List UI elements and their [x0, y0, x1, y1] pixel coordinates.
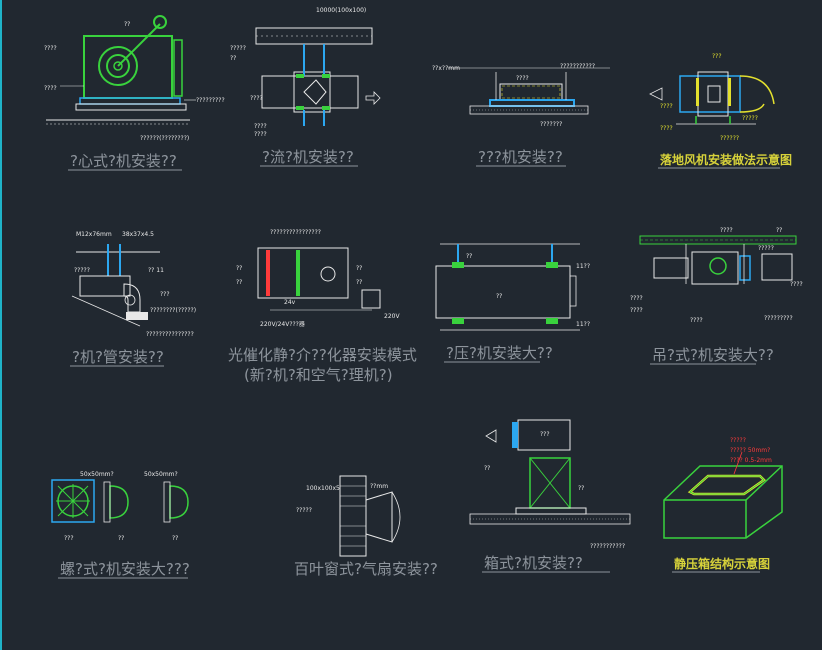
drawing-wall-fan: 50x50mm? 50x50mm? ??? ?? ?? 螺?式?机安装大??? [51, 471, 190, 579]
label-d5-spec2: 38x37x4.5 [122, 231, 154, 238]
svg-text:????: ???? [630, 307, 643, 314]
drawing-photocatalytic-purifier: ?? ?? ?? ?? ???????????????? 24v 220V/24… [228, 229, 417, 384]
svg-text:????: ???? [254, 123, 267, 130]
svg-text:???????????: ??????????? [560, 63, 595, 70]
left-edge-marker [0, 0, 2, 650]
svg-text:??: ?? [578, 485, 584, 492]
svg-text:????: ???? [44, 85, 57, 92]
svg-text:???: ??? [160, 291, 170, 298]
svg-text:11??: 11?? [576, 263, 590, 270]
svg-text:????: ???? [516, 75, 529, 82]
svg-text:??: ?? [484, 465, 490, 472]
label-d6-volt: 24v [284, 299, 296, 306]
label-d10-spec: 100x100x5 [306, 485, 340, 492]
drawing-title: 箱式?机安装?? [484, 554, 583, 572]
label-d6-power1: 220V/24V???器 [260, 321, 305, 328]
svg-text:????: ???? [790, 281, 803, 288]
drawing-title: 螺?式?机安装大??? [60, 560, 190, 578]
drawing-fan-duct: M12x76mm 38x37x4.5 ????? ?? 11 ??? ?????… [70, 231, 196, 367]
label-d9-spec2: 50x50mm? [144, 471, 178, 478]
drawing-floor-fan: ??? ???? ????? ???? ?????? 落地风机安装做法示意图 [649, 53, 792, 169]
drawing-title: ?机?管安装?? [72, 348, 164, 366]
svg-text:????: ???? [254, 131, 267, 138]
svg-text:?????: ????? [74, 267, 90, 274]
svg-text:?????????: ????????? [764, 315, 793, 322]
svg-text:????: ???? [720, 227, 733, 234]
svg-text:?????????: ????????? [196, 97, 225, 104]
label-d9-spec1: 50x50mm? [80, 471, 114, 478]
svg-text:???: ??? [712, 53, 722, 60]
svg-text:??: ?? [356, 279, 362, 286]
svg-text:????: ???? [630, 295, 643, 302]
svg-text:????: ???? [250, 95, 263, 102]
svg-text:????????????????: ???????????????? [270, 229, 321, 236]
svg-text:????: ???? [690, 317, 703, 324]
svg-text:??x??mm: ??x??mm [432, 65, 460, 72]
svg-text:????????(?????): ????????(?????) [150, 307, 196, 314]
drawing-title: ???机安装?? [478, 148, 563, 166]
drawing-centrifugal-fan: ?? ???? ???? ????????? ??????(????????) … [44, 15, 225, 171]
svg-text:??: ?? [230, 55, 236, 62]
svg-text:??: ?? [236, 265, 242, 272]
svg-text:11??: 11?? [576, 321, 590, 328]
svg-text:???: ??? [540, 431, 550, 438]
label-d5-spec1: M12x76mm [76, 231, 112, 238]
drawing-hanging-fan: ???? ????? ?? ???? ???? ???? ???? ??????… [630, 227, 803, 365]
drawing-title: ?心式?机安装?? [70, 152, 177, 170]
label-d12-note2: ????? 50mm? [730, 447, 770, 454]
drawing-title: 吊?式?机安装大?? [652, 346, 774, 364]
svg-text:?????: ????? [758, 245, 774, 252]
svg-text:???: ??? [64, 535, 74, 542]
svg-text:???????: ??????? [540, 121, 562, 128]
svg-text:??: ?? [172, 535, 178, 542]
svg-text:????: ???? [660, 125, 673, 132]
svg-text:??: ?? [236, 279, 242, 286]
label-d6-power2: 220V [384, 313, 400, 320]
svg-text:?? 11: ?? 11 [148, 267, 164, 274]
label-d2-top: 10000(100x100) [316, 7, 366, 14]
drawing-ceiling-fan: ??x??mm ??????????? ???? ??????? ???机安装?… [432, 63, 610, 167]
svg-text:??: ?? [124, 21, 130, 28]
drawing-title: 落地风机安装做法示意图 [660, 152, 792, 167]
svg-text:??????: ?????? [720, 135, 739, 142]
drawing-title: 百叶窗式?气扇安装?? [294, 560, 438, 578]
drawing-title: ?压?机安装大?? [446, 344, 553, 362]
svg-text:?????: ????? [742, 115, 758, 122]
drawing-title: 光催化静?介??化器安装模式 [228, 346, 417, 364]
drawing-louver-fan: 100x100x5 ????? ??mm 百叶窗式?气扇安装?? [294, 475, 438, 578]
svg-text:????: ???? [660, 103, 673, 110]
svg-text:?????: ????? [230, 45, 246, 52]
svg-text:???????????????: ??????????????? [146, 331, 194, 338]
svg-text:??????(????????): ??????(????????) [140, 135, 189, 142]
svg-text:??: ?? [118, 535, 124, 542]
drawing-axial-fan: 10000(100x100) ????? ?? ???? ???? ???? ?… [230, 7, 381, 167]
svg-text:???????????: ??????????? [590, 543, 625, 550]
drawing-title: 静压箱结构示意图 [674, 556, 770, 571]
drawing-static-pressure-box: ????? ????? 50mm? ???? 0.5-2mm 静压箱结构示意图 [663, 437, 783, 573]
svg-text:??: ?? [776, 227, 782, 234]
drawing-title: ?流?机安装?? [262, 148, 354, 166]
drawing-subtitle: (新?机?和空气?理机?) [244, 366, 393, 384]
svg-text:??: ?? [466, 253, 472, 260]
drawing-box-fan: ?? ??? ?? ??????????? 箱式?机安装?? [469, 419, 631, 573]
svg-text:?????: ????? [296, 507, 312, 514]
svg-text:??: ?? [356, 265, 362, 272]
drawing-pressure-fan: ?? ?? 11?? 11?? ?压?机安装大?? [435, 243, 590, 363]
label-d12-note3: ???? 0.5-2mm [730, 457, 772, 464]
svg-text:??mm: ??mm [370, 483, 388, 490]
label-d12-note1: ????? [730, 437, 746, 444]
svg-text:????: ???? [44, 45, 57, 52]
svg-text:??: ?? [496, 293, 502, 300]
